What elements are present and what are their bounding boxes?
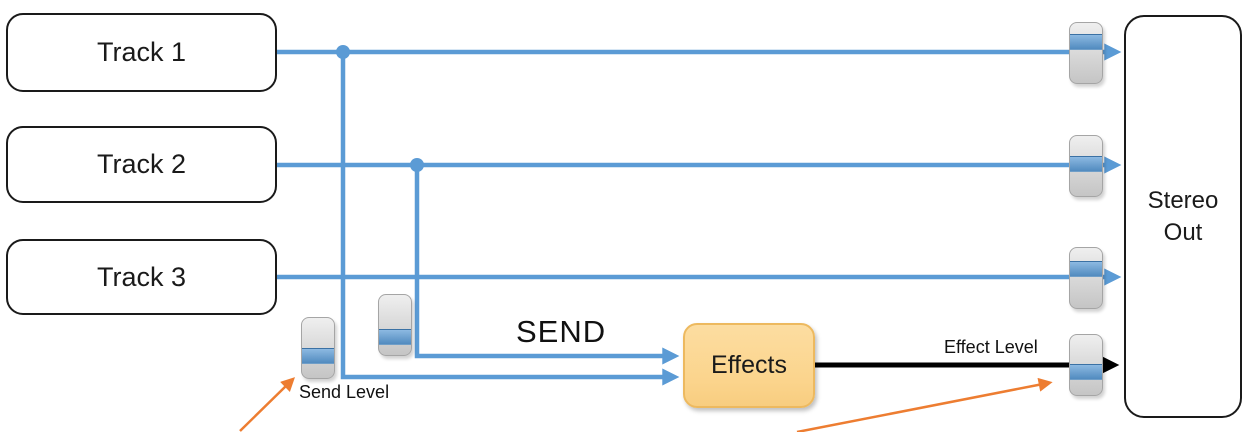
fader-handle	[1070, 156, 1102, 172]
fader-handle	[1070, 34, 1102, 50]
track3-node: Track 3	[6, 239, 277, 315]
send-level-label: Send Level	[299, 382, 390, 402]
track1-output-fader-icon	[1069, 22, 1103, 84]
track2-send-junction-dot-icon	[410, 158, 424, 172]
fader-handle	[379, 329, 411, 345]
fader-handle	[1070, 261, 1102, 277]
send-level-pointer-arrow-icon	[239, 377, 296, 432]
effects-label: Effects	[711, 351, 787, 379]
track1-label: Track 1	[96, 37, 186, 67]
track3-output-fader-icon	[1069, 247, 1103, 309]
track1-send-junction-dot-icon	[336, 45, 350, 59]
track1-send-level-fader-icon	[301, 317, 335, 379]
fader-handle	[1070, 364, 1102, 380]
track2-send-level-fader-icon	[378, 294, 412, 356]
stereo-out-label: Stereo Out	[1147, 187, 1219, 246]
effect-level-pointer-arrow-icon	[796, 377, 1053, 432]
fader-handle	[302, 348, 334, 364]
effects-node: Effects	[683, 323, 815, 408]
track2-label: Track 2	[96, 149, 186, 179]
track1-send-line	[340, 52, 680, 386]
track3-label: Track 3	[96, 261, 186, 292]
track2-output-fader-icon	[1069, 135, 1103, 197]
send-label: SEND	[516, 314, 607, 349]
stereo-out-node: Stereo Out	[1124, 15, 1242, 418]
effect-level-fader-icon	[1069, 334, 1103, 396]
effect-level-label: Effect Level	[944, 337, 1038, 357]
track2-node: Track 2	[6, 126, 277, 203]
track1-node: Track 1	[6, 13, 277, 92]
track2-send-line	[414, 165, 680, 365]
